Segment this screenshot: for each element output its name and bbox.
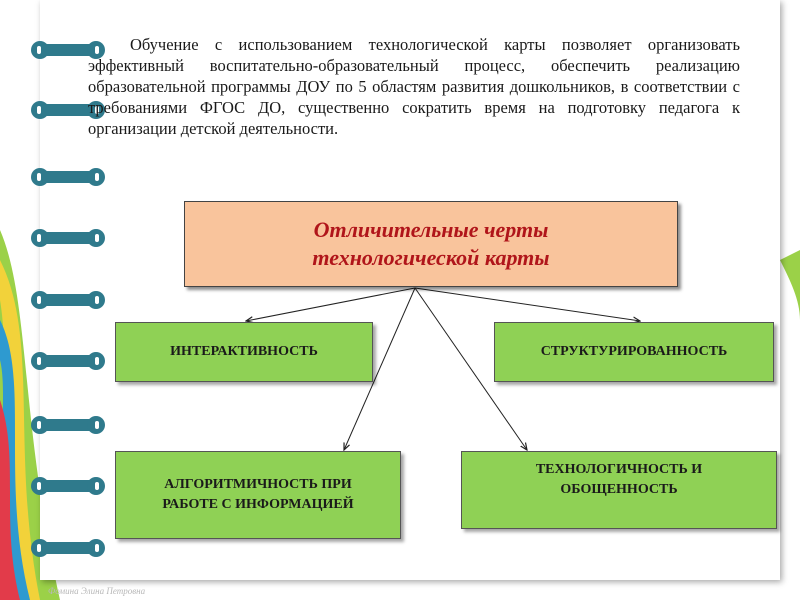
binder-ring-icon xyxy=(31,291,105,309)
binder-ring-icon xyxy=(31,229,105,247)
feature-interactivity-box: ИНТЕРАКТИВНОСТЬ xyxy=(115,322,373,382)
diagram-title-line2: технологической карты xyxy=(312,245,550,270)
diagram-title-box: Отличительные черты технологической карт… xyxy=(184,201,678,287)
binder-ring-icon xyxy=(31,101,105,119)
diagram-title-line1: Отличительные черты xyxy=(313,217,549,242)
feature-algorithmic-box: АЛГОРИТМИЧНОСТЬ ПРИ РАБОТЕ С ИНФОРМАЦИЕЙ xyxy=(115,451,401,539)
binder-ring-icon xyxy=(31,539,105,557)
feature-structured-box: СТРУКТУРИРОВАННОСТЬ xyxy=(494,322,774,382)
binder-ring-icon xyxy=(31,41,105,59)
feature-algorithmic-line1: АЛГОРИТМИЧНОСТЬ ПРИ xyxy=(164,477,352,492)
feature-structured-label: СТРУКТУРИРОВАННОСТЬ xyxy=(540,344,728,359)
binder-rings xyxy=(31,41,105,557)
author-footer: Фомина Элина Петровна xyxy=(48,586,146,596)
intro-paragraph: Обучение с использованием технологическо… xyxy=(88,35,740,138)
feature-technological-box: ТЕХНОЛОГИЧНОСТЬ И ОБОЩЕННОСТЬ xyxy=(461,451,777,529)
feature-technological-line1: ТЕХНОЛОГИЧНОСТЬ И xyxy=(535,462,703,477)
binder-ring-icon xyxy=(31,477,105,495)
feature-algorithmic-line2: РАБОТЕ С ИНФОРМАЦИЕЙ xyxy=(162,497,354,512)
binder-ring-icon xyxy=(31,352,105,370)
binder-ring-icon xyxy=(31,416,105,434)
binder-ring-icon xyxy=(31,168,105,186)
feature-technological-line2: ОБОЩЕННОСТЬ xyxy=(560,482,678,497)
feature-interactivity-label: ИНТЕРАКТИВНОСТЬ xyxy=(170,344,318,359)
